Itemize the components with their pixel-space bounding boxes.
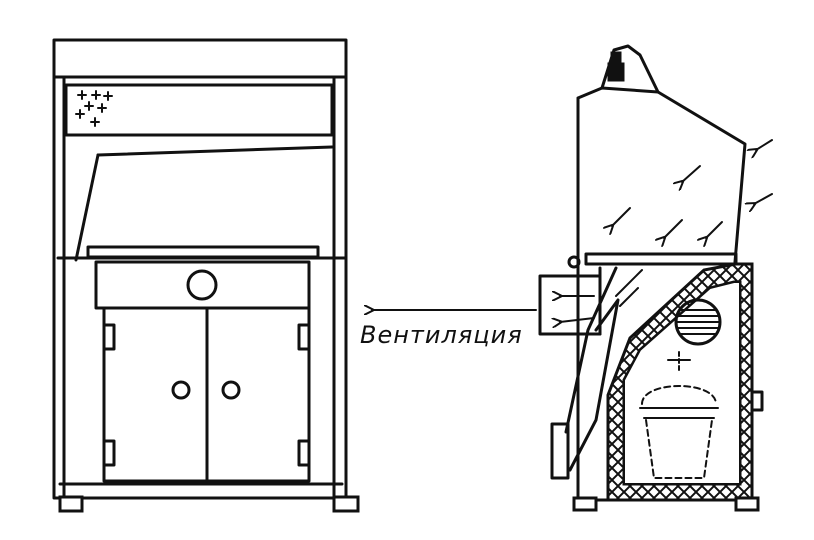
side-hood-outline — [576, 86, 747, 264]
right-door-knob — [221, 380, 241, 400]
ventilation-label: Вентиляция — [360, 321, 523, 349]
front-drawer — [94, 260, 311, 310]
airflow-arrow — [754, 193, 773, 204]
lamp-panel — [64, 83, 334, 137]
front-left-foot — [58, 495, 84, 513]
vent-stack-tip — [610, 51, 622, 67]
airflow-arrow — [682, 165, 701, 182]
front-worktop — [86, 245, 320, 259]
hinge-right-bottom — [297, 439, 311, 467]
hinge-right-top — [297, 323, 311, 351]
side-handle — [550, 422, 570, 480]
light-sparkle-icon — [75, 90, 113, 127]
front-view — [52, 38, 360, 513]
side-section — [538, 44, 764, 512]
airflow-arrow — [560, 317, 595, 322]
front-sash-top — [96, 145, 334, 157]
side-back-foot — [734, 496, 760, 512]
airflow-arrow — [664, 219, 683, 238]
front-outer-frame — [52, 38, 348, 500]
side-sash-plate — [564, 266, 618, 434]
hinge-left-bottom — [102, 439, 116, 467]
side-latch — [750, 390, 764, 412]
airflow-arrows — [560, 139, 773, 322]
side-worktop — [584, 252, 738, 266]
airflow-arrow — [615, 269, 643, 297]
flask-icon — [639, 351, 719, 479]
airflow-arrow — [612, 207, 631, 226]
hinge-left-top — [102, 323, 116, 351]
front-sash-diagonal — [74, 153, 100, 262]
drawer-knob — [186, 269, 218, 301]
airflow-arrow — [706, 221, 723, 238]
airflow-arrow — [619, 287, 639, 307]
front-right-foot — [332, 495, 360, 513]
fan-slats — [675, 309, 721, 335]
side-sash-lower — [568, 298, 620, 472]
left-door-knob — [171, 380, 191, 400]
airflow-arrow — [756, 139, 773, 150]
inner-cavity — [623, 281, 741, 485]
side-front-foot — [572, 496, 598, 512]
